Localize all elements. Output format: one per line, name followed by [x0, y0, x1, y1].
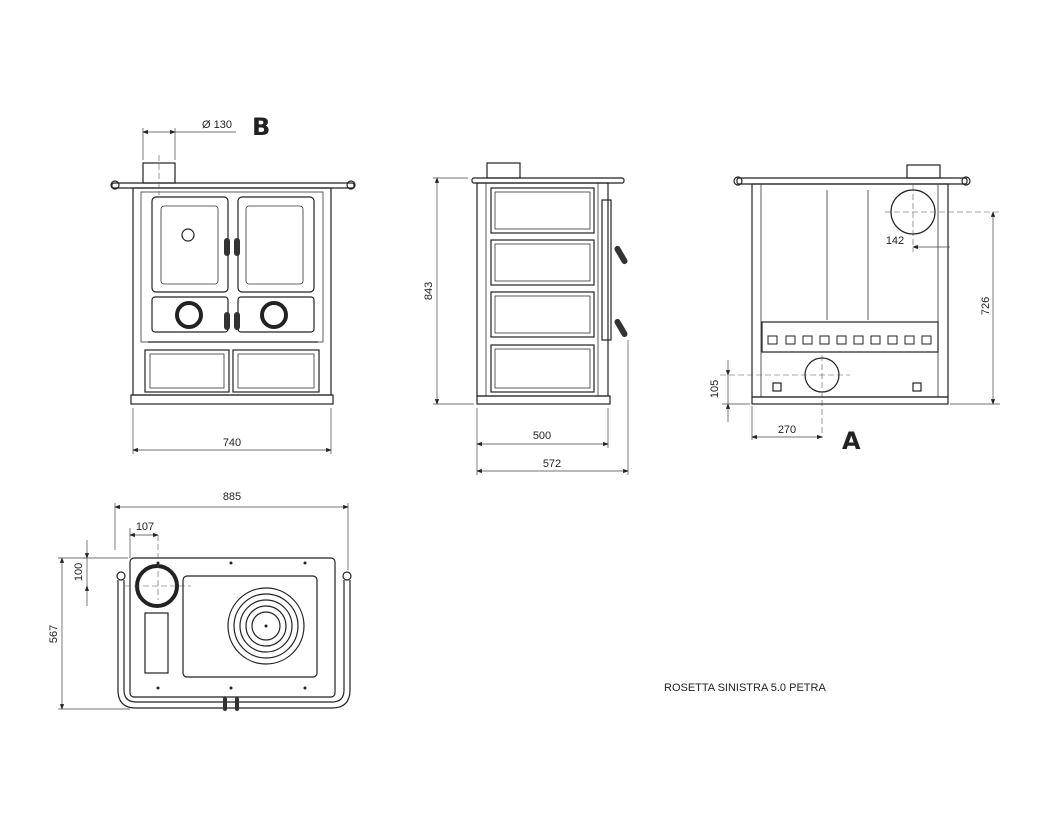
thermometer-icon — [181, 228, 195, 242]
top-plate — [111, 182, 355, 189]
top-view: 885 107 100 567 — [48, 491, 352, 711]
model-caption: ROSETTA SINISTRA 5.0 PETRA — [664, 682, 826, 694]
depth-total-dimension: 572 — [543, 458, 561, 470]
air-regulator-icon — [260, 301, 288, 329]
front-view: Ø 130 B 740 — [110, 113, 356, 454]
flue-pipe — [486, 162, 521, 179]
plinth — [130, 394, 334, 405]
oven-door — [151, 196, 229, 293]
side-view: 843 500 572 — [423, 162, 629, 475]
height-dimension: 843 — [423, 282, 435, 300]
hotplate-rings — [227, 587, 305, 665]
flue-y-dimension: 100 — [73, 563, 85, 581]
depth-dimension: 567 — [48, 625, 60, 643]
air-grille — [761, 321, 939, 353]
rear-outlet-offset-dimension: 270 — [778, 424, 796, 436]
rear-view: 142 726 105 270 A — [709, 164, 1000, 455]
drawer — [232, 349, 320, 393]
view-label-b: B — [252, 113, 270, 141]
flue-offset-dimension: 142 — [886, 235, 904, 247]
cooktop — [129, 557, 336, 698]
flue-diameter-label: Ø 130 — [202, 119, 232, 131]
flue-pipe — [906, 164, 941, 179]
width-dimension: 740 — [223, 437, 241, 449]
stove-body — [476, 182, 609, 397]
depth-body-dimension: 500 — [533, 430, 551, 442]
hotplate — [182, 575, 318, 678]
total-width-dimension: 885 — [223, 491, 241, 503]
flue-height-dimension: 726 — [980, 297, 992, 315]
air-regulator-icon — [175, 301, 203, 329]
firebox-opening — [144, 612, 169, 674]
stove-body — [751, 183, 949, 398]
drawer — [144, 349, 230, 393]
plinth — [476, 395, 611, 405]
rear-outlet-height-dimension: 105 — [709, 380, 721, 398]
view-label-a: A — [842, 427, 861, 455]
flue-x-dimension: 107 — [136, 521, 154, 533]
